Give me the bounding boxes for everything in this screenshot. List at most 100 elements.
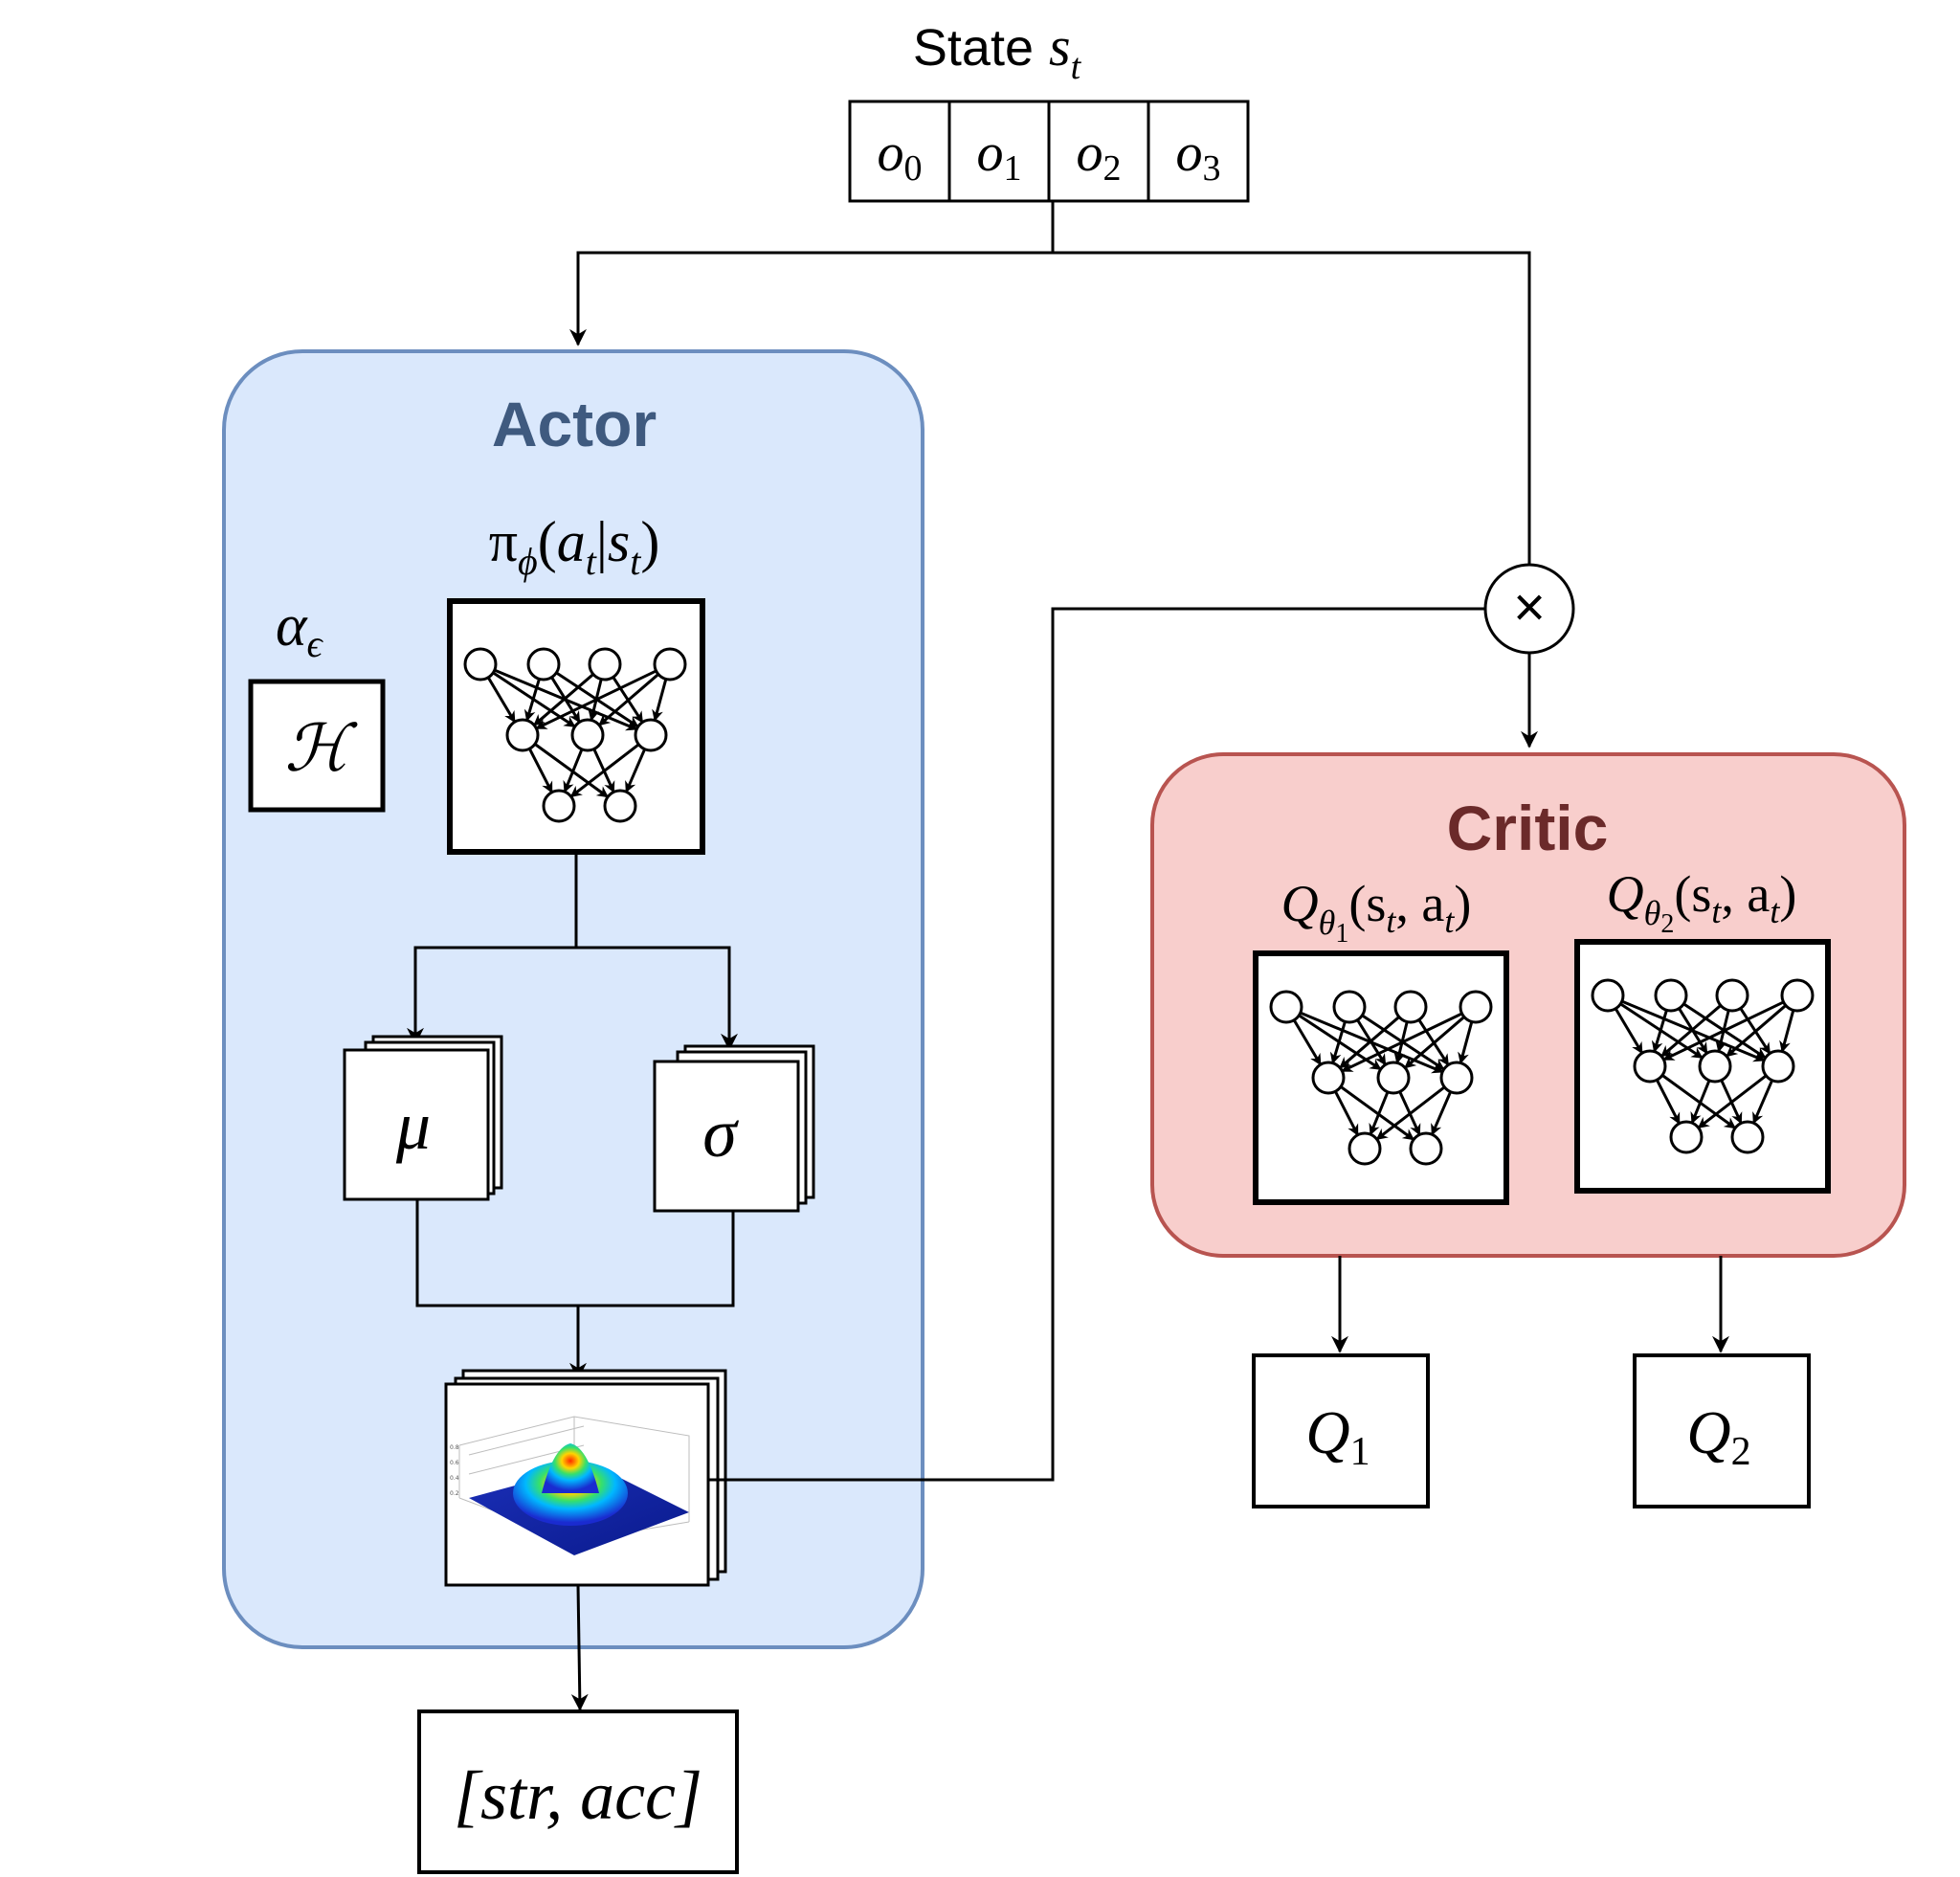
action-output-box: [str, acc] [417, 1709, 739, 1874]
network-edge [1655, 1079, 1682, 1125]
network-edge [1430, 1091, 1453, 1136]
network-node [1730, 1120, 1765, 1154]
action-to-combiner-connector [708, 607, 1485, 1482]
state-to-combiner-connector [1053, 251, 1531, 565]
network-edge [486, 676, 517, 724]
entropy-box: ℋ [248, 679, 386, 813]
state-vector: o0 o1 o2 o3 [848, 100, 1250, 203]
network-edge [1341, 1012, 1463, 1073]
network-node [1439, 1061, 1474, 1095]
network-edge [1651, 1009, 1668, 1053]
network-node [1269, 990, 1303, 1024]
policy-network-graph [463, 647, 687, 823]
network-edge [1751, 1080, 1774, 1125]
sigma-box: σ [653, 1044, 815, 1213]
network-edge [598, 673, 659, 726]
network-node [1654, 978, 1688, 1013]
network-edge [1662, 1000, 1785, 1061]
q2-network [1574, 939, 1831, 1194]
mu-symbol: μ [395, 1087, 431, 1164]
observation-o1: o1 [977, 123, 1022, 189]
network-node [1459, 990, 1493, 1024]
network-edge [1661, 1074, 1737, 1129]
q1-network-label: Qθ1(st, at) [1281, 875, 1472, 949]
network-edge [1458, 1021, 1474, 1064]
network-node [1348, 1131, 1382, 1166]
network-edge [535, 669, 657, 730]
combiner-symbol: × [1513, 576, 1546, 638]
network-node [653, 647, 687, 682]
network-edge [1404, 1016, 1465, 1069]
state-label: State [913, 19, 1034, 77]
policy-to-sigma-connector [576, 946, 738, 1051]
network-node [1376, 1061, 1411, 1095]
svg-text:0.2: 0.2 [450, 1490, 459, 1497]
mu-box: μ [343, 1035, 503, 1201]
network-node [634, 718, 668, 752]
svg-text:0.6: 0.6 [450, 1460, 459, 1466]
network-edge [563, 749, 584, 793]
q1-network [1253, 950, 1509, 1205]
q1-output-box: Q1 [1252, 1353, 1430, 1508]
network-edge [533, 673, 594, 726]
network-edge [1333, 1090, 1360, 1136]
observation-o3: o3 [1176, 123, 1221, 189]
q1-network-graph [1269, 990, 1493, 1166]
entropy-symbol: ℋ [284, 712, 358, 785]
policy-to-mu-connector [407, 852, 578, 1045]
svg-text:0.8: 0.8 [450, 1444, 459, 1451]
actor-container [222, 349, 924, 1649]
policy-label: πϕ(at|st) [489, 510, 660, 583]
network-edge [1369, 1091, 1390, 1136]
network-edge [1614, 1007, 1644, 1055]
state-symbol: st [1049, 15, 1082, 87]
actor-title: Actor [492, 389, 657, 459]
network-edge [1726, 1004, 1787, 1058]
gaussian-distribution-plot: 0.8 0.6 0.4 0.2 [444, 1369, 727, 1587]
network-node [1669, 1120, 1704, 1154]
distribution-to-action-arrow [570, 1584, 589, 1711]
network-node [1409, 1131, 1443, 1166]
critic-title: Critic [1447, 793, 1609, 863]
network-node [1761, 1049, 1795, 1084]
sigma-symbol: σ [702, 1095, 739, 1172]
network-node [1311, 1061, 1346, 1095]
network-node [1393, 990, 1428, 1024]
network-node [1332, 990, 1367, 1024]
svg-text:0.4: 0.4 [450, 1475, 459, 1482]
network-edge [624, 749, 647, 793]
observation-o0: o0 [878, 123, 923, 189]
concat-combiner: × [1483, 563, 1575, 655]
network-edge [1329, 1020, 1347, 1064]
q2-output-label: Q2 [1686, 1398, 1750, 1474]
alpha-label: αϵ [276, 593, 324, 665]
network-edge [1339, 1016, 1400, 1069]
network-edge [1375, 1085, 1446, 1141]
network-edge [1292, 1018, 1323, 1066]
q2-network-label: Qθ2(st, at) [1607, 865, 1797, 939]
state-header: State st [913, 15, 1082, 87]
network-node [1591, 978, 1625, 1013]
action-output-label: [str, acc] [454, 1757, 702, 1834]
network-node [1698, 1049, 1732, 1084]
q1-output-label: Q1 [1305, 1398, 1370, 1474]
network-edge [523, 678, 541, 722]
mu-sigma-merge-connector [415, 1199, 735, 1307]
network-node [505, 718, 540, 752]
network-node [588, 647, 622, 682]
network-node [526, 647, 561, 682]
network-node [1715, 978, 1749, 1013]
q2-network-graph [1591, 978, 1815, 1154]
q2-output-box: Q2 [1633, 1353, 1811, 1508]
network-node [463, 647, 498, 682]
network-node [1780, 978, 1815, 1013]
network-edge [569, 743, 640, 798]
network-edge [1779, 1010, 1795, 1053]
network-edge [1690, 1080, 1711, 1125]
network-edge [1660, 1004, 1722, 1058]
network-edge [527, 748, 554, 793]
network-edge [1340, 1085, 1415, 1141]
state-to-actor-connector [569, 201, 1055, 346]
observation-o2: o2 [1077, 123, 1122, 189]
